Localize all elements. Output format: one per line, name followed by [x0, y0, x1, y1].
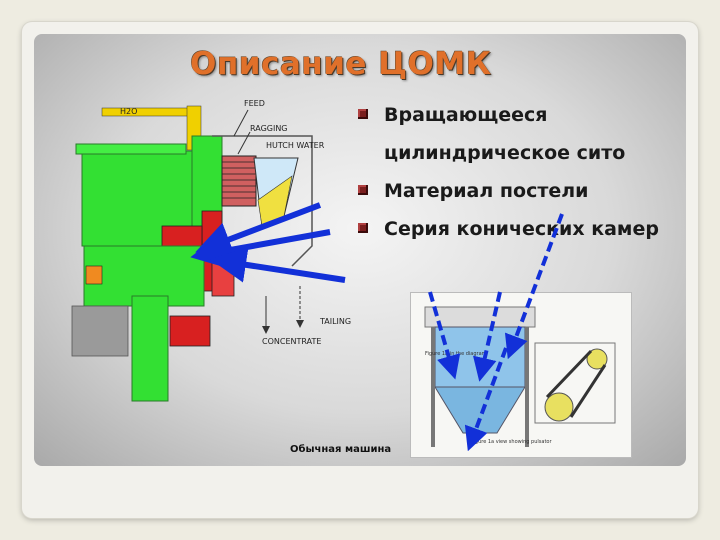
label-ragging: RAGGING [250, 124, 288, 133]
jig-machine-diagram: H2O FEED RAGGING HUTCH WATER TAILING CON… [71, 99, 351, 402]
frame-post-right [525, 327, 529, 447]
ragging-pointer [237, 131, 251, 155]
orange-parts [85, 265, 103, 285]
label-feed: FEED [244, 99, 265, 108]
bullet-item: Серия конических камер [356, 210, 676, 248]
drive-belt-1 [545, 349, 593, 399]
bullet-text: Серия конических камер [384, 218, 659, 240]
drive-wheel-top [586, 348, 608, 370]
machine-top-lid [75, 143, 187, 155]
machine-foot [71, 305, 129, 357]
ragging-box [221, 155, 257, 207]
label-tailing: TAILING [319, 317, 351, 326]
bullet-square-icon [358, 109, 368, 119]
drive-frame [534, 342, 616, 424]
feed-pointer [233, 109, 249, 137]
photo-caption: Обычная машина [290, 444, 392, 455]
tailing-arrowhead [296, 320, 304, 328]
bullet-text: Вращающееся цилиндрическое сито [384, 104, 626, 164]
bullet-square-icon [358, 223, 368, 233]
red-bed-2 [161, 225, 203, 249]
frame-post-left [431, 327, 435, 447]
h2o-pipe [101, 107, 198, 117]
label-hutch-water: HUTCH WATER [266, 141, 325, 150]
motor-block [169, 315, 211, 347]
bullet-list: Вращающееся цилиндрическое сито Материал… [356, 96, 676, 248]
drive-belt-2 [569, 364, 607, 418]
photo-label-a: Figure 1b in the diagram [425, 351, 487, 357]
tank-cone [434, 386, 526, 434]
bullet-text: Материал постели [384, 180, 589, 202]
machine-column [131, 295, 169, 402]
photo-label-b: Figure 1a view showing pulsator [471, 439, 552, 445]
tank-body [434, 326, 526, 388]
bullet-item: Вращающееся цилиндрическое сито [356, 96, 676, 172]
drive-wheel-bottom [544, 392, 574, 422]
slide-title: Описание ЦОМК [190, 46, 492, 82]
bullet-square-icon [358, 185, 368, 195]
label-h2o: H2O [120, 107, 137, 116]
concentrate-arrowhead [262, 326, 270, 334]
red-bed-3 [211, 255, 235, 297]
label-concentrate: CONCENTRATE [262, 337, 321, 346]
bullet-item: Материал постели [356, 172, 676, 210]
machine-photo: Figure 1b in the diagram Figure 1a view … [410, 292, 632, 458]
machine-photo-drawing: Figure 1b in the diagram Figure 1a view … [424, 306, 616, 447]
tank-frame [424, 306, 536, 328]
